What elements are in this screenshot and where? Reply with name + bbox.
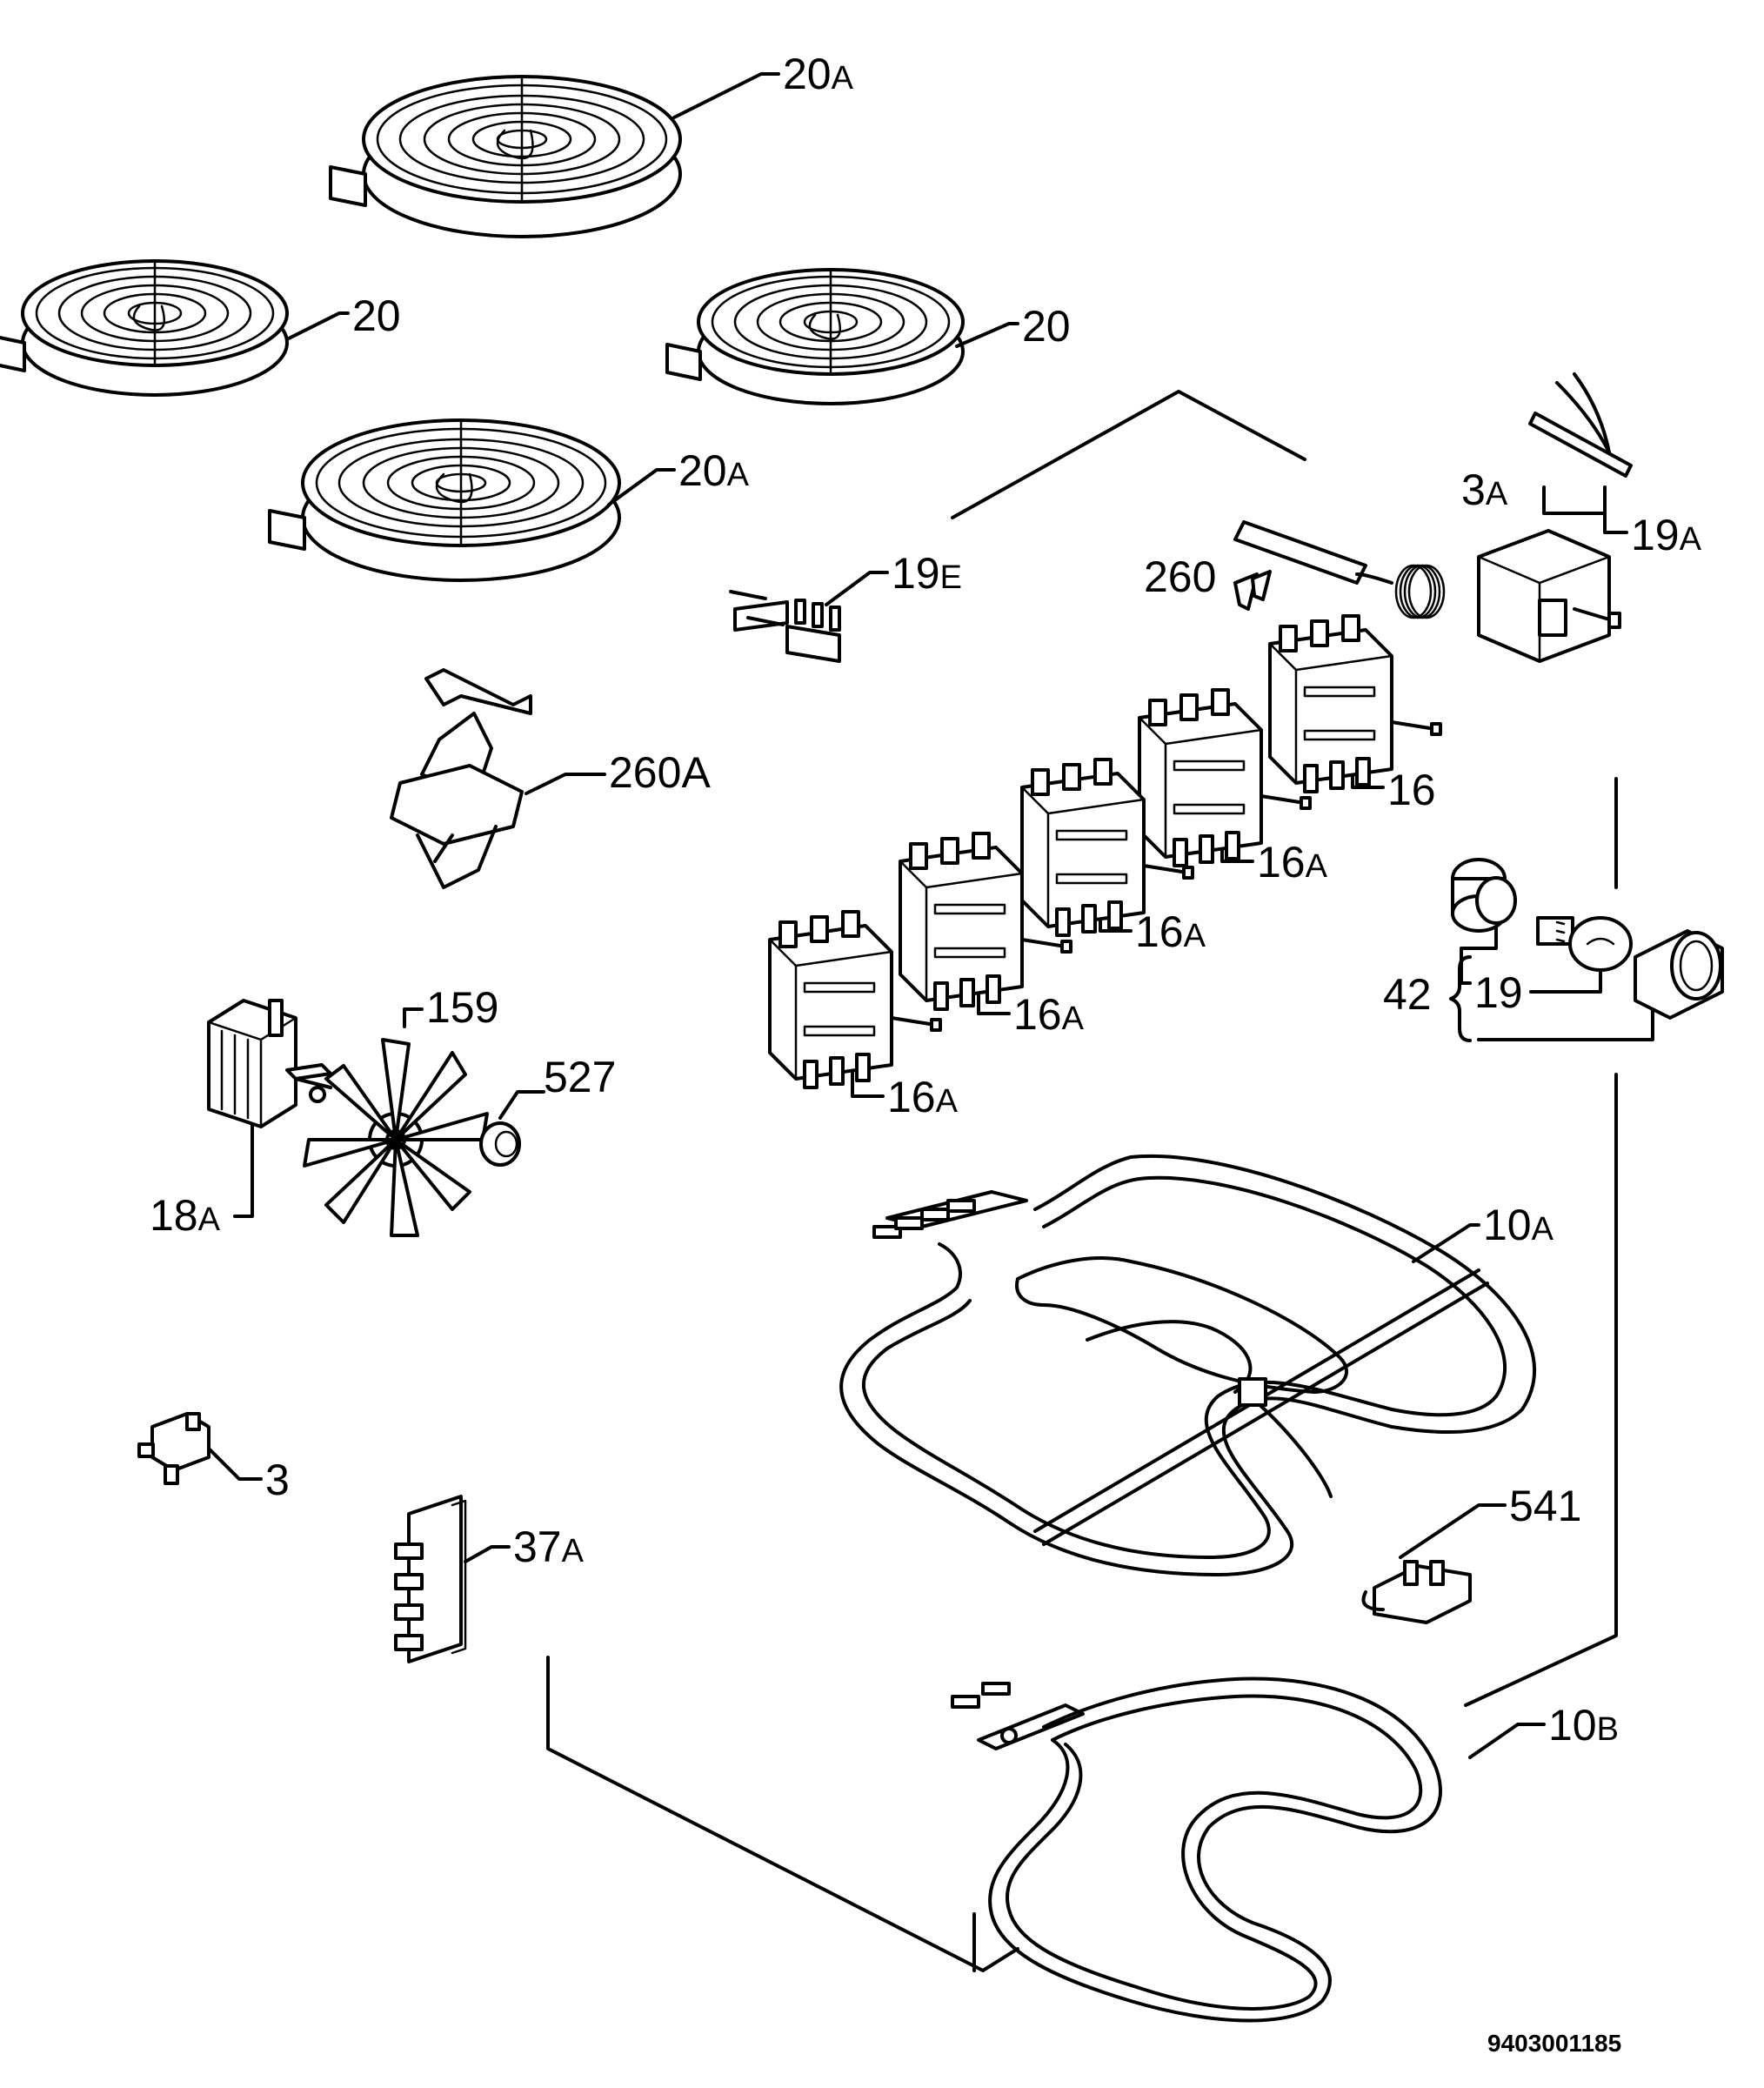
label-19a: 19A <box>1631 511 1702 559</box>
label-20a-mid: 20A <box>678 446 750 495</box>
terminal-19e <box>729 590 841 663</box>
bracket-260a <box>390 668 532 889</box>
label-16a-3: 16A <box>1013 990 1085 1039</box>
clip-541 <box>1361 1560 1472 1624</box>
label-42: 42 <box>1383 970 1432 1019</box>
label-10a: 10A <box>1483 1201 1554 1249</box>
label-20-right: 20 <box>1022 302 1071 351</box>
hotplate-20a-top <box>329 75 682 238</box>
terminal-strip-37a <box>394 1495 467 1663</box>
fan-motor-18a <box>207 999 332 1128</box>
heating-element-10b <box>951 1676 1442 2023</box>
label-16: 16 <box>1387 766 1436 814</box>
hotplate-20-left <box>0 259 289 397</box>
hotplate-20a-mid <box>268 418 621 582</box>
heating-element-10a <box>839 1154 1537 1576</box>
switch-3 <box>137 1412 210 1485</box>
hotplate-20-right <box>665 268 965 405</box>
label-16a-1: 16A <box>1257 838 1328 887</box>
label-159: 159 <box>426 983 498 1032</box>
sensor-19a <box>1528 372 1633 478</box>
assembly-bracket-lines <box>546 390 1618 1972</box>
label-20-left: 20 <box>352 291 401 340</box>
document-number: 9403001185 <box>1487 2030 1621 2057</box>
part-labels: 20A 20 20 20A 19E 3A 19A 260 260A 16 16A… <box>150 50 1702 2057</box>
label-20a-top: 20A <box>783 50 854 98</box>
label-260: 260 <box>1144 552 1216 601</box>
label-3a: 3A <box>1461 465 1508 514</box>
lamp-holder <box>1451 858 1517 933</box>
label-527: 527 <box>544 1053 616 1101</box>
thermostat-3a <box>1233 520 1621 663</box>
label-260a: 260A <box>609 748 711 797</box>
label-19: 19 <box>1474 968 1523 1017</box>
nut-527 <box>479 1121 521 1167</box>
lamp-cover <box>1634 929 1724 1020</box>
label-16a-4: 16A <box>887 1073 959 1121</box>
lamp-bulb <box>1536 916 1633 972</box>
label-37a: 37A <box>513 1522 585 1571</box>
label-541: 541 <box>1509 1482 1581 1530</box>
label-18a: 18A <box>150 1191 221 1240</box>
fan-blade-159 <box>303 1038 489 1237</box>
label-3: 3 <box>265 1456 290 1504</box>
label-16a-2: 16A <box>1135 907 1206 956</box>
label-19e: 19E <box>892 549 962 598</box>
label-10b: 10B <box>1548 1701 1619 1750</box>
pins-260 <box>1233 570 1272 611</box>
